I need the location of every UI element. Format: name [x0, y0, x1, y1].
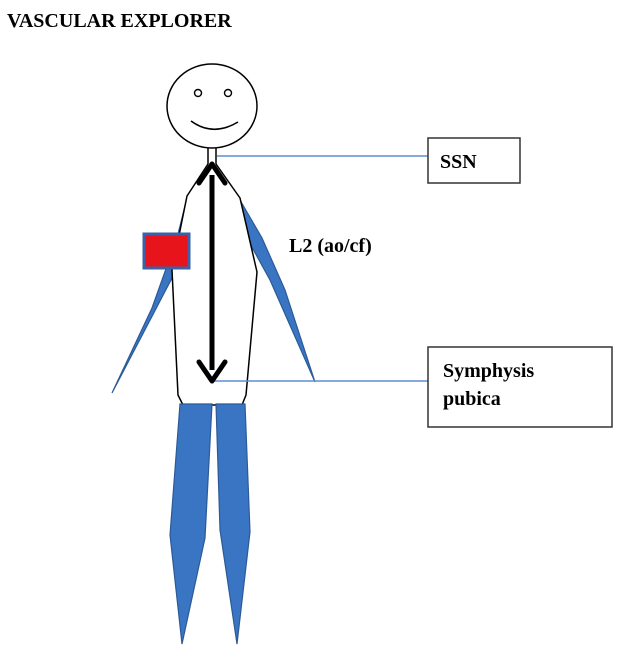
left-leg: [170, 404, 212, 644]
symphysis-callout-label-line1: Symphysis: [443, 360, 534, 382]
symphysis-callout-label-line2: pubica: [443, 388, 501, 410]
ssn-callout-label: SSN: [440, 151, 477, 173]
measurement-label: L2 (ao/cf): [289, 235, 372, 257]
right-leg: [216, 404, 250, 644]
cuff-marker: [144, 234, 189, 268]
diagram-title: VASCULAR EXPLORER: [7, 10, 232, 32]
symphysis-callout-box: [428, 347, 612, 427]
head: [167, 64, 257, 148]
